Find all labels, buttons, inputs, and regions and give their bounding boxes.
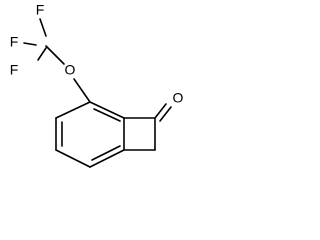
ring-bond-4 (55, 149, 91, 168)
atom-label-f-top: F (36, 2, 45, 18)
ring-bond-1 (89, 101, 125, 119)
ring-bond-6 (55, 101, 91, 119)
bond-cf3-o (45, 45, 65, 65)
carbonyl-bond-1 (154, 103, 167, 119)
ring-bond-3 (89, 149, 125, 168)
structure-drawing: F F F O O (10, 2, 184, 168)
atom-label-o-carbonyl: O (173, 90, 184, 106)
bond-o-ring (73, 78, 91, 103)
atom-label-o-ether: O (65, 62, 76, 78)
bond-f-top-c (39, 18, 47, 37)
bond-f-bottom-c (37, 47, 47, 61)
ring-bond-3-inner (91, 145, 121, 161)
atom-label-f-bottom: F (10, 62, 19, 78)
carbonyl-bond-2 (159, 106, 172, 122)
atom-label-f-left: F (10, 34, 19, 50)
bond-f-left-c (23, 42, 37, 46)
ring-bond-1-inner (93, 108, 121, 122)
chemical-structure: F F F O O (0, 0, 188, 194)
